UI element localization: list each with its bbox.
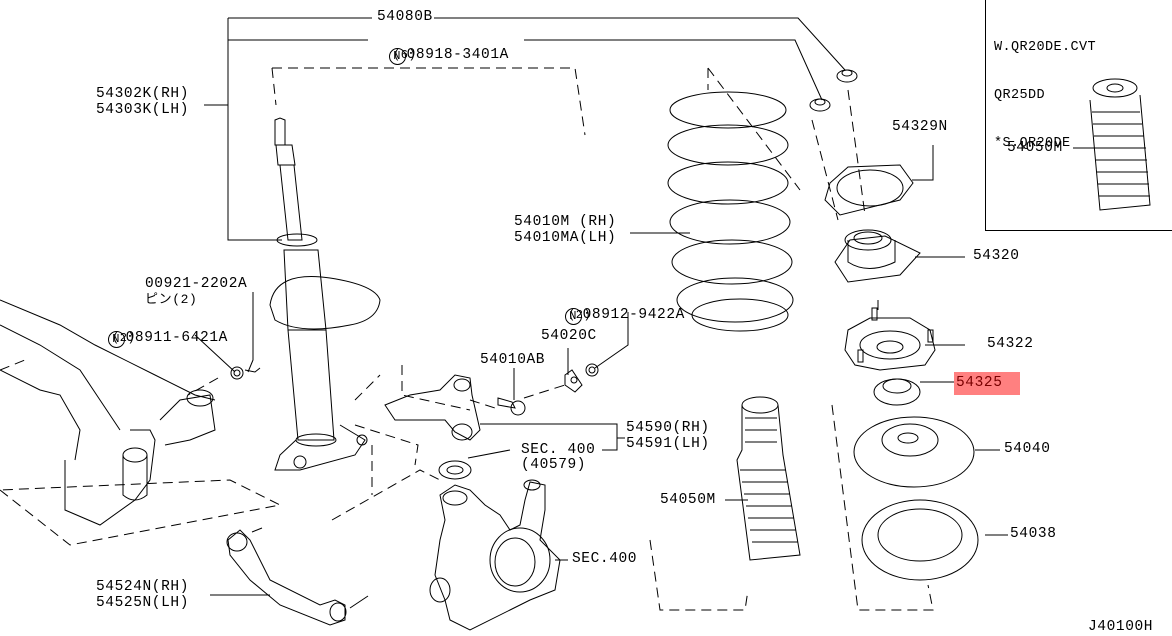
- label-54020C[interactable]: 54020C: [541, 328, 597, 344]
- label-sec-400-sub: (40579): [521, 457, 587, 473]
- label-54302K[interactable]: 54302K(RH): [96, 86, 190, 102]
- label-54050M-variant[interactable]: 54050M: [1007, 140, 1063, 156]
- mount-plate: [844, 307, 936, 371]
- strut-assembly: [269, 117, 381, 471]
- label-08918-qty: (6): [393, 48, 417, 62]
- label-54080B[interactable]: 54080B: [377, 9, 433, 25]
- steering-knuckle: [429, 479, 561, 631]
- part-number: 08912-9422A: [582, 307, 685, 323]
- label-54329N[interactable]: 54329N: [892, 119, 948, 135]
- label-54038[interactable]: 54038: [1010, 526, 1057, 542]
- label-sec-400-link[interactable]: SEC. 400: [521, 442, 596, 458]
- variant-note-text: W.QR20DE.CVT QR25DD *S.QR20DE: [994, 8, 1096, 184]
- label-00921-qty: ピン(2): [145, 292, 198, 307]
- top-nuts: [809, 69, 858, 112]
- bump-stopper-boot: [736, 396, 801, 561]
- label-08911-qty: (2): [112, 331, 136, 345]
- n-symbol-icon: N: [564, 308, 582, 325]
- variant-note-box: W.QR20DE.CVT QR25DD *S.QR20DE: [985, 0, 1172, 231]
- part-number: 08911-6421A: [125, 330, 228, 346]
- mount-bearing: [873, 378, 921, 406]
- label-54010MA[interactable]: 54010MA(LH): [514, 230, 617, 246]
- label-54320[interactable]: 54320: [973, 248, 1020, 264]
- label-00921-2202A[interactable]: 00921-2202A: [145, 276, 248, 292]
- coil-spring: [667, 91, 794, 332]
- label-54325-highlighted[interactable]: 54325: [954, 372, 1020, 395]
- label-54010M[interactable]: 54010M (RH): [514, 214, 617, 230]
- strut-mount: [834, 229, 921, 283]
- label-08912-qty: (2): [568, 308, 592, 322]
- dashed-assembly-lines: [0, 67, 934, 611]
- label-sec-400-hub[interactable]: SEC.400: [572, 551, 638, 567]
- note-line: QR25DD: [994, 88, 1046, 103]
- spring-seat: [853, 416, 975, 488]
- label-54010AB[interactable]: 54010AB: [480, 352, 546, 368]
- label-54525N[interactable]: 54525N(LH): [96, 595, 190, 611]
- label-54322[interactable]: 54322: [987, 336, 1034, 352]
- label-54303K[interactable]: 54303K(LH): [96, 102, 190, 118]
- diagram-code: J40100H: [1088, 619, 1154, 635]
- note-line: W.QR20DE.CVT: [994, 40, 1097, 55]
- bolts-nuts: [230, 363, 599, 416]
- n-symbol-icon: N: [107, 331, 125, 348]
- note-line: *S.QR20DE: [994, 136, 1071, 151]
- rubber-seat: [861, 499, 979, 581]
- label-54040[interactable]: 54040: [1004, 441, 1051, 457]
- label-54590[interactable]: 54590(RH): [626, 420, 710, 436]
- label-54524N[interactable]: 54524N(RH): [96, 579, 190, 595]
- suspension-member: [0, 299, 216, 526]
- label-54050M[interactable]: 54050M: [660, 492, 716, 508]
- insulator-plate: [824, 164, 914, 216]
- boot-variant: [1089, 78, 1151, 211]
- label-54591[interactable]: 54591(LH): [626, 436, 710, 452]
- part-number: 08918-3401A: [406, 47, 509, 63]
- n-symbol-icon: N: [388, 48, 406, 65]
- lower-link: [226, 527, 369, 626]
- leader-lines: [194, 17, 1008, 596]
- knuckle-arm: [384, 374, 481, 480]
